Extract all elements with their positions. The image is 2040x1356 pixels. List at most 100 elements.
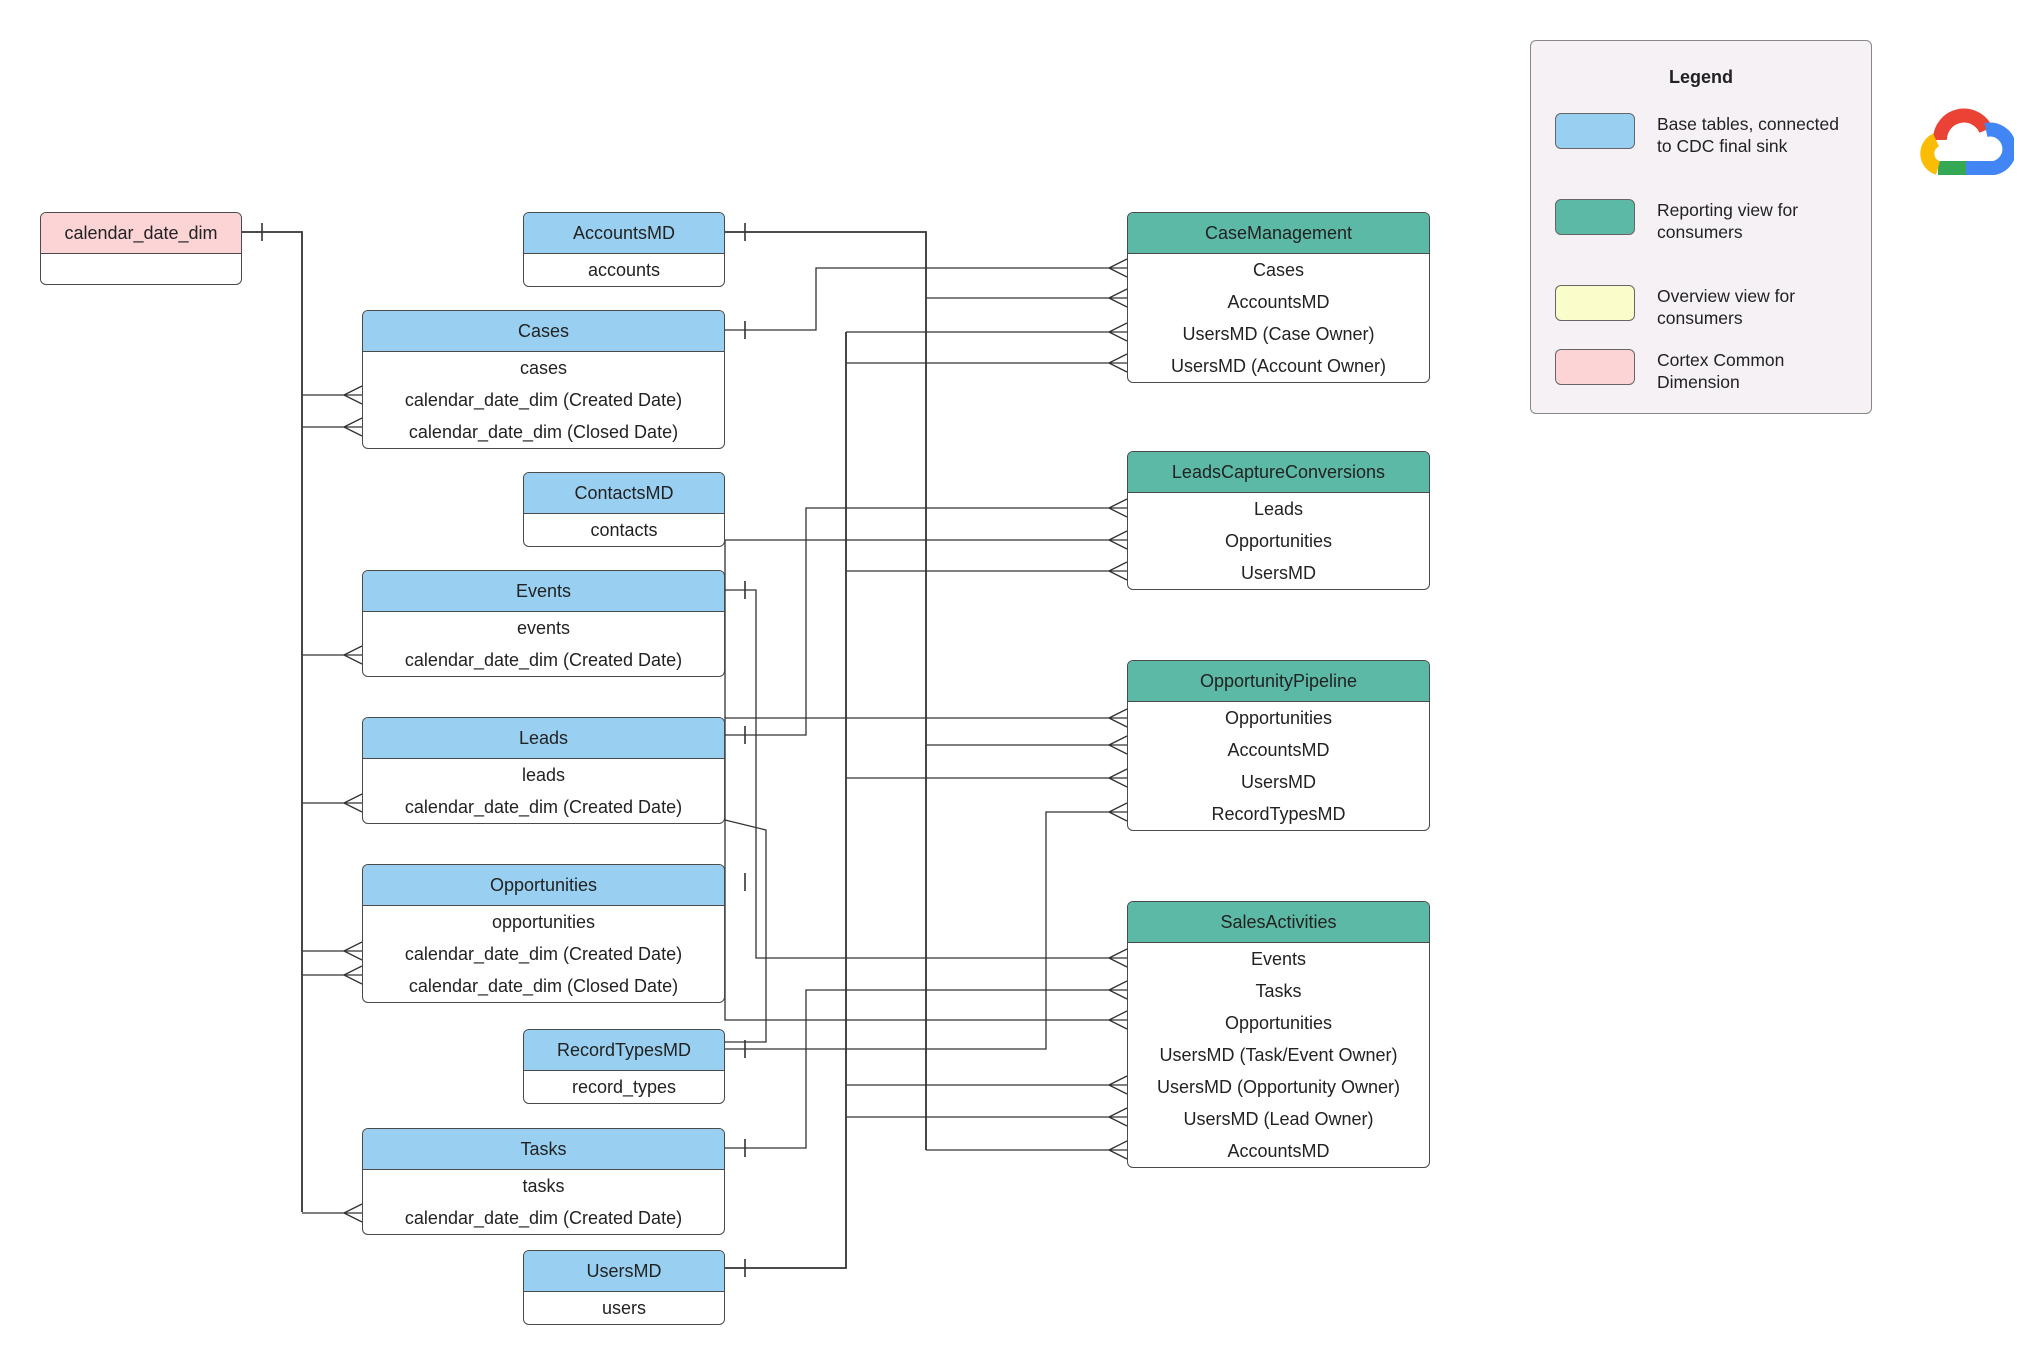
legend-item-base-tables: Base tables, connected to CDC final sink [1555,113,1855,159]
entity-field: Events [1250,949,1307,969]
entity-field: calendar_date_dim (Created Date) [404,944,683,964]
relationship-line [1108,768,1128,788]
entity-title: ContactsMD [524,473,724,514]
relationship-line [343,385,363,405]
entity-field: calendar_date_dim (Closed Date) [408,422,679,442]
entity-field: UsersMD (Opportunity Owner) [1156,1077,1401,1097]
google-cloud-logo-icon [1920,108,2014,175]
legend-label: Base tables, connected to CDC final sink [1657,114,1839,156]
legend-label: Reporting view for consumers [1657,200,1799,242]
relationship-line [725,231,927,1150]
entity-field: UsersMD [1241,563,1316,583]
relationship-line [1108,1075,1128,1095]
entity-field: users [601,1298,646,1318]
legend-swatch [1555,285,1635,321]
entity-calendar-date-dim[interactable]: calendar_date_dim [40,212,242,285]
legend-title: Legend [1668,67,1733,87]
entity-tasks[interactable]: Tasks tasks calendar_date_dim (Created D… [362,1128,725,1235]
entity-field: AccountsMD [1227,740,1330,760]
entity-events[interactable]: Events events calendar_date_dim (Created… [362,570,725,677]
relationship-line [343,941,363,961]
relationship-line [725,507,1127,736]
entity-field: UsersMD (Task/Event Owner) [1159,1045,1398,1065]
legend-label: Cortex Common Dimension [1657,350,1785,392]
relationship-line [1108,802,1128,822]
entity-salesactivities[interactable]: SalesActivities Events Tasks Opportuniti… [1127,901,1430,1168]
relationship-line [343,793,363,813]
entity-title: OpportunityPipeline [1128,661,1429,702]
legend-item-cortex-common: Cortex Common Dimension [1555,349,1855,395]
relationship-line [1108,561,1128,581]
entity-title: calendar_date_dim [41,213,241,254]
relationship-line [1108,1140,1128,1160]
entity-recordtypesmd[interactable]: RecordTypesMD record_types [523,1029,725,1104]
relationship-line [725,267,1127,331]
relationship-line [725,589,1127,959]
entity-field: Opportunities [1224,531,1333,551]
relationship-line [242,231,303,1212]
entity-field: leads [521,765,566,785]
relationship-line [343,965,363,985]
entity-field: events [516,618,571,638]
entity-opportunities[interactable]: Opportunities opportunities calendar_dat… [362,864,725,1003]
entity-field: Cases [1252,260,1305,280]
relationship-line [1108,288,1128,308]
entity-opportunitypipeline[interactable]: OpportunityPipeline Opportunities Accoun… [1127,660,1430,831]
legend-swatch [1555,113,1635,149]
entity-title: LeadsCaptureConversions [1128,452,1429,493]
entity-cases[interactable]: Cases cases calendar_date_dim (Created D… [362,310,725,449]
entity-title: SalesActivities [1128,902,1429,943]
relationship-line [1108,1010,1128,1030]
relationship-line [724,819,767,1043]
entity-field: UsersMD (Account Owner) [1170,356,1387,376]
entity-casemanagement[interactable]: CaseManagement Cases AccountsMD UsersMD … [1127,212,1430,383]
entity-leadscaptureconversions[interactable]: LeadsCaptureConversions Leads Opportunit… [1127,451,1430,590]
relationship-line [1108,498,1128,518]
entity-title: AccountsMD [524,213,724,254]
legend-label: Overview view for consumers [1657,286,1796,328]
relationship-line [1108,1107,1128,1127]
entity-title: Leads [363,718,724,759]
relationship-line [725,332,847,1269]
legend-item-reporting-view: Reporting view for consumers [1555,199,1855,245]
relationship-line [1108,708,1128,728]
entity-title: Tasks [363,1129,724,1170]
legend-swatch [1555,349,1635,385]
entity-title: Cases [363,311,724,352]
relationship-line [1108,258,1128,278]
relationship-line [725,989,1127,1149]
relationship-line [343,417,363,437]
entity-field: record_types [571,1077,677,1097]
entity-field: UsersMD [1241,772,1316,792]
relationship-line [1108,322,1128,342]
relationship-line [343,645,363,665]
entity-field: Opportunities [1224,708,1333,728]
entity-field: tasks [522,1176,565,1196]
entity-field: calendar_date_dim (Created Date) [404,797,683,817]
entity-body [41,254,241,284]
entity-title: RecordTypesMD [524,1030,724,1071]
entity-title: Opportunities [363,865,724,906]
entity-usersmd[interactable]: UsersMD users [523,1250,725,1325]
legend-panel: Legend Base tables, connected to CDC fin… [1530,40,1872,414]
relationship-line [1108,735,1128,755]
entity-title: Events [363,571,724,612]
legend-swatch [1555,199,1635,235]
entity-field: calendar_date_dim (Created Date) [404,390,683,410]
entity-field: AccountsMD [1227,1141,1330,1161]
relationship-line [1108,530,1128,550]
entity-accountsmd[interactable]: AccountsMD accounts [523,212,725,287]
relationship-line [343,1203,363,1223]
relationship-line [1108,948,1128,968]
entity-field: calendar_date_dim (Closed Date) [408,976,679,996]
entity-field: calendar_date_dim (Created Date) [404,650,683,670]
entity-leads[interactable]: Leads leads calendar_date_dim (Created D… [362,717,725,824]
relationship-line [1108,353,1128,373]
entity-field: UsersMD (Case Owner) [1182,324,1375,344]
entity-field: Opportunities [1224,1013,1333,1033]
entity-field: calendar_date_dim (Created Date) [404,1208,683,1228]
entity-contactsmd[interactable]: ContactsMD contacts [523,472,725,547]
relationship-line [1108,980,1128,1000]
entity-field: Leads [1253,499,1304,519]
